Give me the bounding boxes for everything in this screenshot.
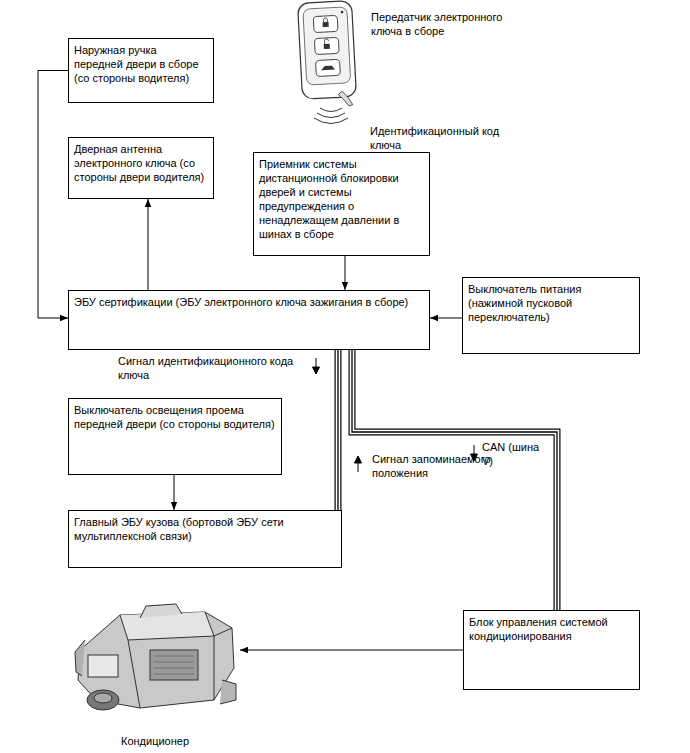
- component-box: Наружная ручка передней двери в сборе (с…: [68, 38, 214, 103]
- can-bus-line: [352, 350, 557, 610]
- signal-arrow: [355, 456, 362, 472]
- box-text: Выключатель питания (нажимной пусковой п…: [468, 282, 634, 324]
- bus-signal-label: Сигнал запоминаемого положения: [372, 452, 522, 480]
- signal-arrow: [313, 358, 320, 374]
- signal-connector: [174, 475, 175, 510]
- component-box: Дверная антенна электронного ключа (со с…: [68, 137, 214, 199]
- can-bus-line: [338, 350, 339, 510]
- box-text: Выключатель освещения проема передней дв…: [74, 403, 276, 431]
- connector-path: [174, 475, 175, 510]
- connector-path: [240, 650, 463, 651]
- bus-gap: [352, 350, 557, 610]
- box-text: Наружная ручка передней двери в сборе (с…: [74, 43, 208, 85]
- signal-label: Идентификационный код ключа: [370, 124, 520, 152]
- bus-signal-label: CAN (шина V): [482, 440, 552, 468]
- component-box: Приемник системы дистанционной блокировк…: [253, 152, 430, 256]
- signal-connector: [430, 318, 462, 319]
- air-conditioner-illustration: [75, 604, 236, 710]
- connector-path: [430, 318, 462, 319]
- key-fob-illustration: [298, 1, 357, 109]
- signal-connector: [345, 256, 346, 290]
- signal-connector: [38, 71, 68, 319]
- bus-outline: [335, 350, 342, 510]
- component-box: Выключатель питания (нажимной пусковой п…: [462, 277, 640, 354]
- box-text: Блок управления системой кондиционирован…: [469, 615, 634, 643]
- ecu-box: Главный ЭБУ кузова (бортовой ЭБУ сети му…: [68, 510, 342, 568]
- air-conditioner: Кондиционер: [70, 600, 240, 750]
- component-box: Выключатель освещения проема передней дв…: [68, 398, 282, 475]
- bus-outline: [352, 350, 557, 610]
- key-fob: Передатчик электронного ключа в сборе: [293, 0, 361, 108]
- bus-gap: [336, 350, 341, 510]
- box-text: Приемник системы дистанционной блокировк…: [259, 157, 424, 241]
- box-text: ЭБУ сертификации (ЭБУ электронного ключа…: [74, 295, 424, 309]
- radio-waves: [314, 108, 348, 124]
- box-text: Главный ЭБУ кузова (бортовой ЭБУ сети му…: [74, 515, 336, 543]
- control-unit-box: Блок управления системой кондиционирован…: [463, 610, 640, 690]
- signal-connector: [148, 199, 149, 290]
- bus-core: [337, 350, 338, 510]
- bus-core: [352, 350, 557, 610]
- connector-path: [148, 199, 149, 290]
- bus-signal-label: Сигнал идентификационного кода ключа: [118, 354, 303, 382]
- ecu-box: ЭБУ сертификации (ЭБУ электронного ключа…: [68, 290, 430, 350]
- connector-path: [345, 256, 346, 290]
- signal-connector: [240, 650, 463, 651]
- connector-path: [38, 71, 68, 319]
- caption-text: Передатчик электронного ключа в сборе: [371, 10, 531, 38]
- box-text: Дверная антенна электронного ключа (со с…: [74, 142, 208, 184]
- caption-text: Кондиционер: [70, 734, 240, 748]
